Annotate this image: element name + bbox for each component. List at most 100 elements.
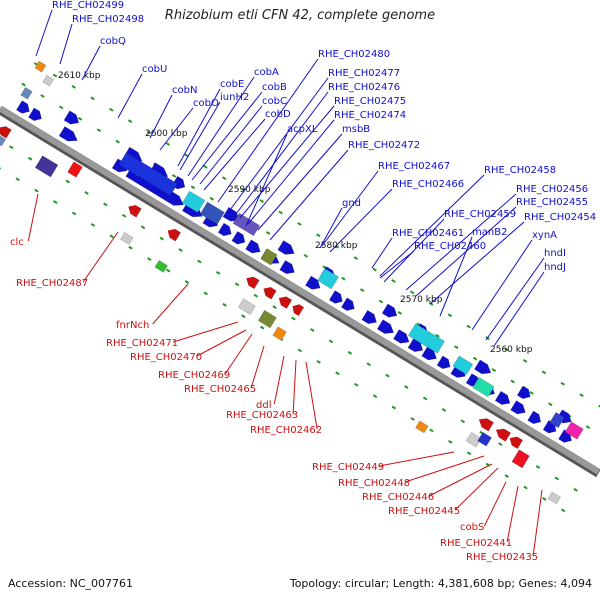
guide-dot [84,191,89,195]
label-leader [27,193,39,242]
gene-arrow-forward [393,329,410,344]
guide-dot [522,359,528,363]
label-leader [179,101,221,171]
guide-dot [441,408,447,412]
gene-block-magenta [564,421,584,440]
label-leader [177,88,221,167]
gene-block-olive [257,309,277,329]
gene-arrow-reverse [246,276,260,290]
guide-dot [328,339,334,344]
map-title: Rhizobium etli CFN 42, complete genome [164,8,436,23]
gene-block [199,201,225,225]
gene-block [477,432,492,447]
gene-label-top: RHE_CH02480 [318,49,390,60]
genome-summary-text: Topology: circular; Length: 4,381,608 bp… [289,577,592,590]
gene-block-green [154,260,168,273]
gene-arrow-reverse [495,428,512,442]
label-leader [247,119,335,225]
guide-dot [71,84,76,89]
tick-label: 2570 kbp [400,295,443,305]
gene-label-top: hndI [544,248,566,259]
gene-block-olive [260,248,278,266]
gene-arrow-forward [516,385,531,399]
gene-label-top: cobB [262,82,287,93]
gene-arrow-forward [277,240,295,255]
guide-dot [529,390,534,395]
gene-label-bottom: RHE_CH02441 [440,538,512,549]
guide-dot [435,333,440,338]
guide-dot [297,348,303,353]
guide-dot [121,213,127,218]
guide-dots [21,82,591,429]
gene-label-bottom: RHE_CH02471 [106,338,178,349]
gene-label-bottom: RHE_CH02469 [158,370,230,381]
guide-dot [466,451,472,456]
guide-dot [498,442,503,447]
gene-block-cyan [452,355,474,375]
label-leader [329,188,393,253]
guide-dot [560,381,565,386]
label-leader [429,221,525,305]
guide-dot [203,291,208,296]
gene-block-cyan [181,190,206,213]
accession-text: Accession: NC_007761 [8,577,134,590]
gene-label-bottom: RHE_CH02446 [362,492,434,503]
label-leader [428,463,493,497]
gene-label-top: cobC [262,96,287,107]
guide-dot [109,234,114,239]
gene-block [0,135,7,147]
guide-dot [391,405,397,410]
guide-dot [291,316,296,321]
guide-dot [316,360,321,364]
gene-arrow-forward [510,400,526,415]
label-leader [379,250,415,279]
guide-dot [165,268,171,273]
guide-dot [447,313,453,318]
gene-block-grey [465,431,482,448]
label-leader [405,193,517,291]
guide-dot [429,428,434,433]
gene-label-bottom: RHE_CH02487 [16,278,88,289]
gene-arrow-forward [217,222,232,237]
gene-label-top: RHE_CH02454 [524,212,596,223]
gene-label-top: RHE_CH02476 [328,82,400,93]
guide-dot [27,156,33,161]
gene-label-top: RHE_CH02456 [516,184,588,195]
gene-label-bottom: RHE_CH02470 [130,352,202,363]
gene-block-cyan [317,268,339,290]
guide-dot [491,368,497,372]
gene-label-top: RHE_CH02461 [392,228,464,239]
guide-dot [184,280,190,284]
guide-dot [190,185,196,190]
gene-block-indigo [34,155,59,178]
guide-dot [203,164,208,169]
gene-label-top: msbB [342,124,370,135]
guide-dot [15,177,20,182]
label-leader [404,455,485,483]
guide-dot [278,210,283,215]
gene-arrow-forward [494,390,511,405]
guide-dot [52,73,58,78]
gene-arrow-forward [361,309,377,324]
gene-block-grey [547,491,561,505]
gene-block-orange [272,326,287,341]
guide-dot [385,373,390,378]
gene-label-top: RHE_CH02475 [334,96,406,107]
guide-dot [109,107,114,112]
gene-arrow-reverse [167,228,182,242]
gene-arrow-forward [328,290,343,304]
gene-arrow-reverse [128,204,142,218]
guide-dot [259,199,265,203]
gene-block [20,87,33,100]
guide-dot [65,179,70,184]
guide-dot [541,370,547,375]
gene-label-bottom: RHE_CH02449 [312,462,384,473]
gene-arrow-forward [381,303,398,318]
gene-label-top: RHE_CH02498 [72,14,144,25]
gene-label-top: RHE_CH02466 [392,179,464,190]
label-leader [172,321,239,343]
label-leader [59,23,73,65]
guide-dot [71,211,77,216]
label-leader [203,118,266,191]
guide-dot [265,231,271,235]
